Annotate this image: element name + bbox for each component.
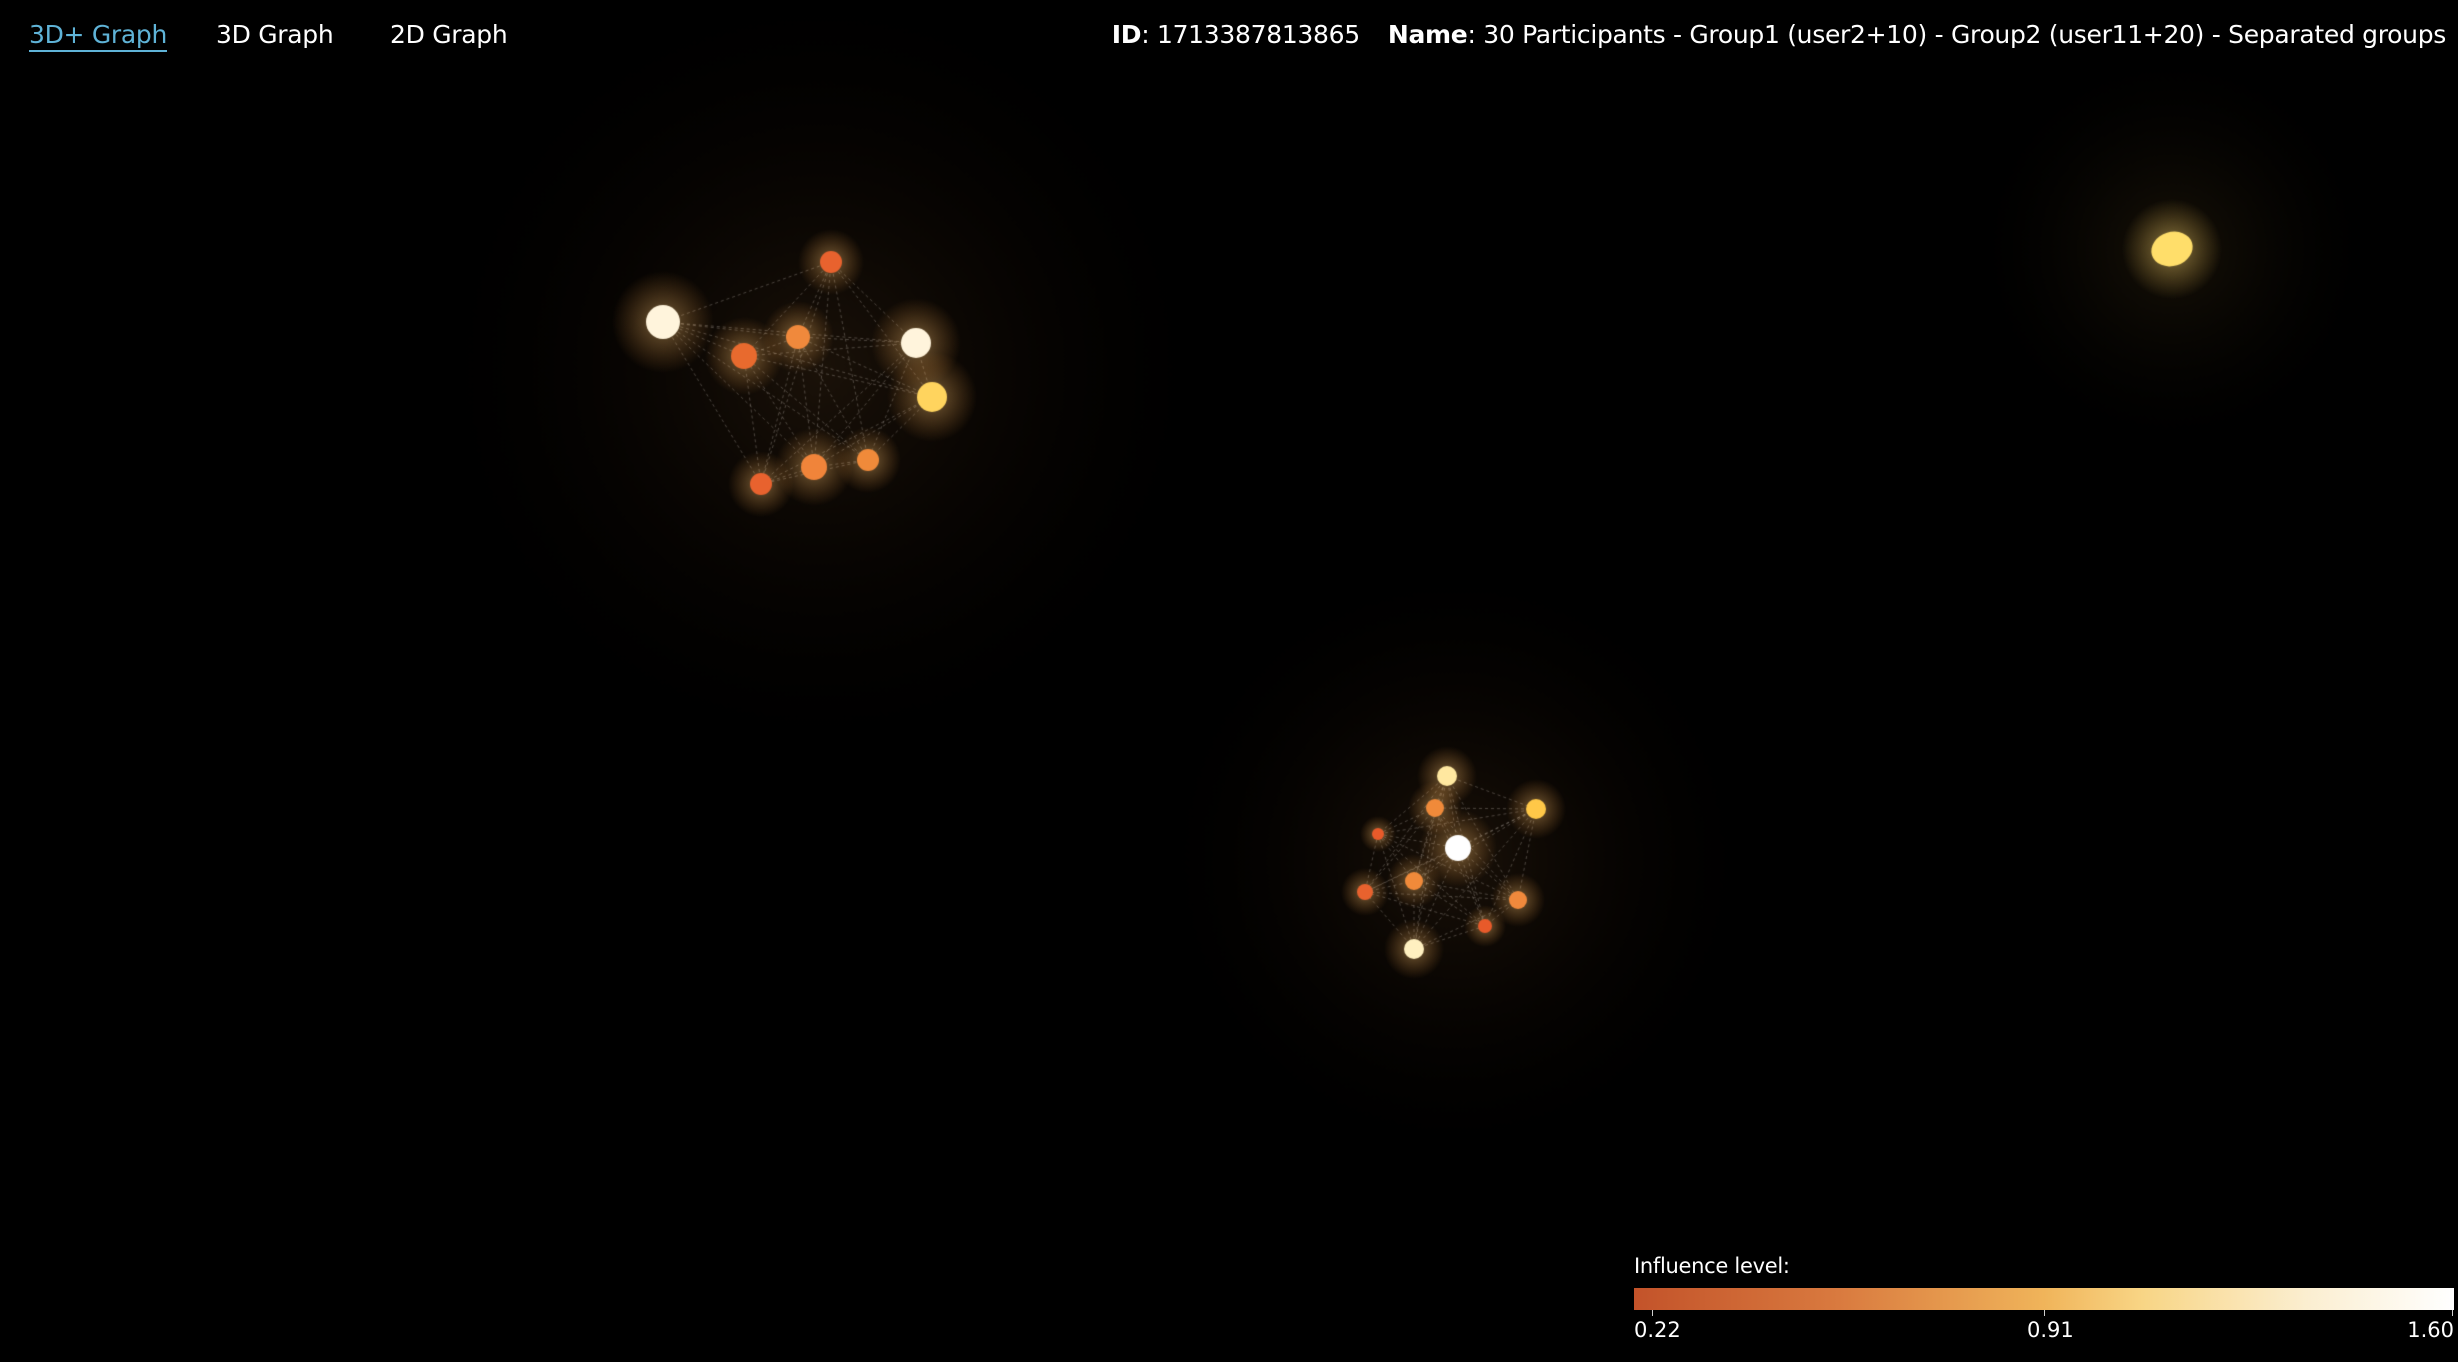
legend-mid-label: 0.91 (2027, 1318, 2074, 1342)
legend-min-label: 0.22 (1634, 1318, 1681, 1342)
tab-2d-graph[interactable]: 2D Graph (390, 20, 508, 49)
tab-3d-plus-graph[interactable]: 3D+ Graph (29, 20, 167, 52)
graph-info: ID: 1713387813865 Name: 30 Participants -… (1111, 20, 2447, 49)
legend-max-label: 1.60 (2407, 1318, 2454, 1342)
influence-legend: Influence level: 0.22 0.91 1.60 (1634, 1254, 2454, 1346)
id-value: : 1713387813865 (1141, 20, 1360, 49)
tab-3d-graph[interactable]: 3D Graph (216, 20, 334, 49)
legend-tick-mid (2044, 1310, 2045, 1316)
legend-tick-max (2452, 1310, 2453, 1316)
influence-color-scale (1634, 1288, 2454, 1316)
legend-title: Influence level: (1634, 1254, 1790, 1278)
legend-tick-min (1652, 1310, 1653, 1316)
name-value: : 30 Participants - Group1 (user2+10) - … (1467, 20, 2446, 49)
id-label: ID (1111, 20, 1142, 49)
legend-labels: 0.22 0.91 1.60 (1634, 1318, 2454, 1346)
name-label: Name (1387, 20, 1468, 49)
